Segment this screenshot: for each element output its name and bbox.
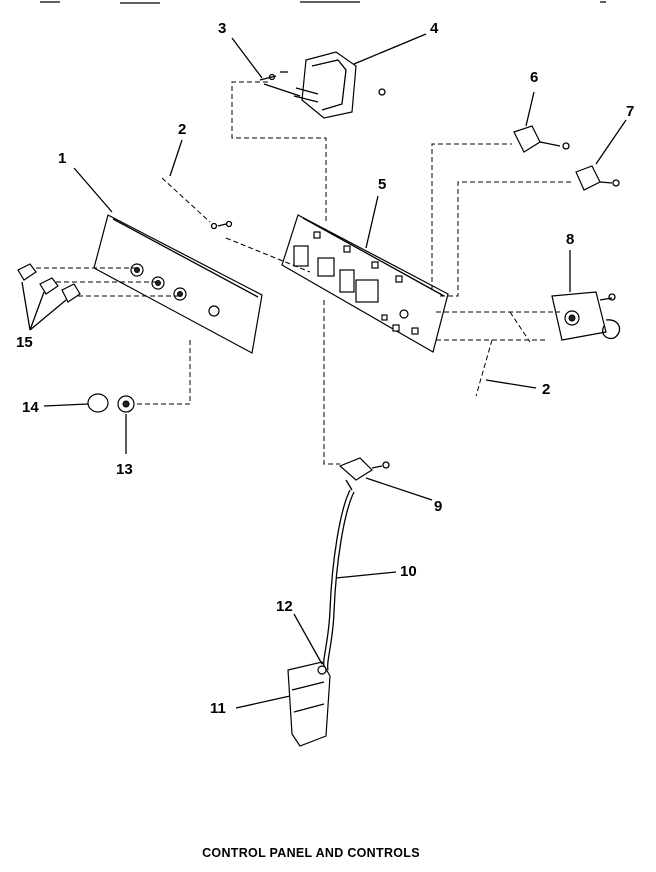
callout-15: 15 xyxy=(16,334,33,351)
timer-8 xyxy=(551,291,621,341)
knob-insert-13 xyxy=(117,395,135,413)
front-control-panel xyxy=(93,214,263,354)
callout-4: 4 xyxy=(430,20,439,37)
switch-6 xyxy=(513,125,570,153)
callout-2-upper: 2 xyxy=(178,121,186,138)
assembly-lines xyxy=(36,81,574,465)
callout-9: 9 xyxy=(434,498,442,515)
callout-11: 11 xyxy=(210,700,226,717)
callout-3: 3 xyxy=(218,20,226,37)
knob-14 xyxy=(87,393,109,413)
diagram-caption: CONTROL PANEL AND CONTROLS xyxy=(202,846,420,860)
callout-14: 14 xyxy=(22,399,39,416)
switch-7 xyxy=(575,165,620,191)
callout-labels: 1 2 3 4 5 6 7 8 2 9 10 12 11 14 13 15 xyxy=(16,20,634,717)
upper-housing-bracket xyxy=(293,51,386,119)
callout-10: 10 xyxy=(400,563,417,580)
callout-13: 13 xyxy=(116,461,133,478)
callout-12: 12 xyxy=(276,598,293,615)
knobs-15 xyxy=(17,263,81,303)
pressure-hose-10 xyxy=(322,489,355,671)
screw-2-lower xyxy=(475,339,493,397)
callout-7: 7 xyxy=(626,103,634,120)
wire-clip-3 xyxy=(259,71,301,97)
leader-lines xyxy=(21,33,627,709)
callout-2-lower: 2 xyxy=(542,381,550,398)
callout-8: 8 xyxy=(566,231,574,248)
callout-6: 6 xyxy=(530,69,538,86)
callout-1: 1 xyxy=(58,150,66,167)
control-console-bracket xyxy=(281,214,449,353)
pressure-switch-9 xyxy=(338,457,390,491)
top-edge-fragments xyxy=(40,1,606,4)
air-dome-11 xyxy=(287,661,331,747)
screw-2-upper xyxy=(161,177,233,230)
callout-5: 5 xyxy=(378,176,386,193)
hose-clamp-12 xyxy=(317,665,327,675)
